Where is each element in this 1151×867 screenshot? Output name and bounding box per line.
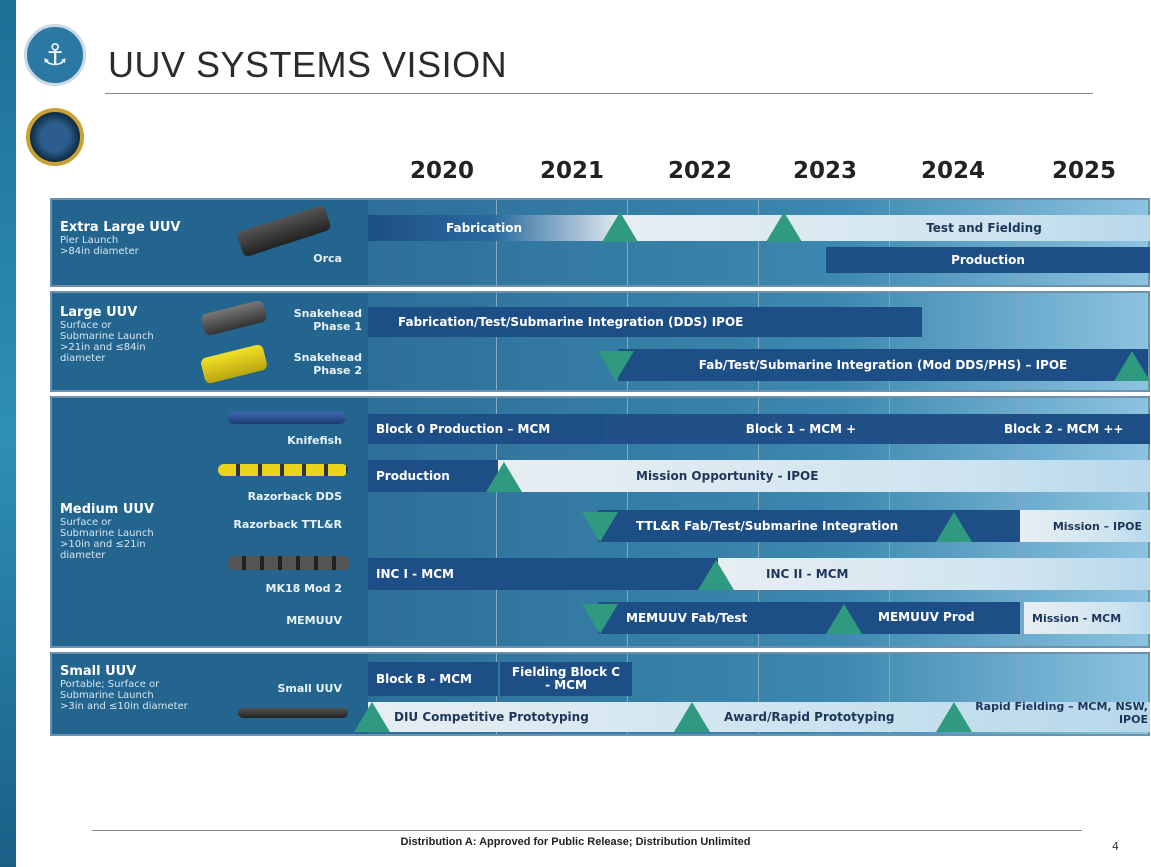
milestone-triangle-up bbox=[486, 462, 522, 492]
bar-memuuv-fab-test: MEMUUV Fab/Test bbox=[598, 602, 1020, 634]
milestone-triangle-up bbox=[674, 702, 710, 732]
bar-inc1: INC I - MCM bbox=[368, 558, 718, 590]
section-heading: Medium UUV bbox=[60, 502, 155, 517]
page-title: UUV SYSTEMS VISION bbox=[108, 44, 508, 85]
vehicle-label-snakehead-2: Snakehead Phase 2 bbox=[293, 351, 362, 377]
year-2022: 2022 bbox=[668, 158, 733, 184]
section-desc-line: >3in and ≤10in diameter bbox=[60, 701, 188, 712]
bar-prototyping-track bbox=[368, 702, 1150, 732]
bar-fielding-block-c: Fielding Block C - MCM bbox=[500, 662, 632, 696]
bar-mission-opportunity: Mission Opportunity - IPOE bbox=[498, 460, 1150, 492]
section-desc-line: >10in and ≤21in bbox=[60, 539, 146, 550]
vehicle-label-razorback-ttlr: Razorback TTL&R bbox=[233, 518, 342, 531]
section-desc-line: Submarine Launch bbox=[60, 331, 154, 342]
footer-divider bbox=[92, 830, 1082, 831]
vehicle-label-memuuv: MEMUUV bbox=[286, 614, 342, 627]
page-number: 4 bbox=[1112, 840, 1119, 853]
mk18-image bbox=[228, 556, 350, 570]
razorback-image bbox=[218, 464, 348, 476]
bar-mission-mcm: Mission - MCM bbox=[1024, 602, 1150, 634]
timeline-area: Fabrication Test and Fielding Production bbox=[368, 200, 1150, 285]
vehicle-label-orca: Orca bbox=[313, 252, 342, 265]
footer-distribution: Distribution A: Approved for Public Rele… bbox=[400, 836, 751, 848]
bar-fabrication: Fabrication bbox=[368, 215, 618, 241]
milestone-triangle-up bbox=[698, 560, 734, 590]
pmsub-logo: ⚓ bbox=[24, 24, 86, 86]
bar-block1: Block 1 – MCM + bbox=[604, 414, 998, 444]
vehicle-label-knifefish: Knifefish bbox=[287, 434, 342, 447]
label-rapid-fielding: Rapid Fielding – MCM, NSW, IPOE bbox=[975, 700, 1148, 726]
milestone-triangle-up bbox=[766, 212, 802, 242]
vehicle-label-snakehead-1: Snakehead Phase 1 bbox=[293, 307, 362, 333]
milestone-triangle-up bbox=[826, 604, 862, 634]
bar-fabrication-test-integration: Fabrication/Test/Submarine Integration (… bbox=[368, 307, 922, 337]
year-2024: 2024 bbox=[921, 158, 986, 184]
section-extra-large-uuv: Extra Large UUV Pier Launch >84in diamet… bbox=[50, 198, 1150, 287]
snakehead-phase1-image bbox=[200, 299, 268, 337]
label-award-prototyping: Award/Rapid Prototyping bbox=[724, 710, 895, 724]
small-uuv-image bbox=[238, 708, 348, 718]
milestone-triangle-up bbox=[936, 702, 972, 732]
section-desc-line: diameter bbox=[60, 353, 106, 364]
bar-block2: Block 2 - MCM ++ bbox=[998, 414, 1150, 444]
vehicle-label-small-uuv: Small UUV bbox=[277, 682, 342, 695]
section-desc-line: Surface or bbox=[60, 320, 112, 331]
section-desc-line: Portable; Surface or bbox=[60, 679, 160, 690]
section-desc-line: Submarine Launch bbox=[60, 690, 154, 701]
bar-test-and-fielding: Test and Fielding bbox=[618, 215, 1150, 241]
year-2023: 2023 bbox=[793, 158, 858, 184]
bar-block-b: Block B - MCM bbox=[368, 662, 498, 696]
year-2025: 2025 bbox=[1052, 158, 1117, 184]
milestone-triangle-up bbox=[1114, 351, 1150, 381]
knifefish-image bbox=[228, 412, 346, 424]
section-heading: Small UUV bbox=[60, 664, 137, 679]
section-heading: Large UUV bbox=[60, 305, 138, 320]
label-memuuv-prod: MEMUUV Prod bbox=[878, 610, 975, 624]
bar-block0: Block 0 Production – MCM bbox=[368, 414, 604, 444]
label-diu-prototyping: DIU Competitive Prototyping bbox=[394, 710, 589, 724]
program-seal-logo bbox=[26, 108, 84, 166]
milestone-triangle-down bbox=[598, 351, 634, 381]
bar-production: Production bbox=[368, 460, 498, 492]
bar-inc2: INC II - MCM bbox=[718, 558, 1150, 590]
section-large-uuv: Large UUV Surface or Submarine Launch >2… bbox=[50, 291, 1150, 392]
section-desc-line: >84in diameter bbox=[60, 246, 139, 257]
section-desc-line: Submarine Launch bbox=[60, 528, 154, 539]
section-medium-uuv: Medium UUV Surface or Submarine Launch >… bbox=[50, 396, 1150, 648]
timeline-area: Block B - MCM Fielding Block C - MCM DIU… bbox=[354, 654, 1150, 734]
bar-mission-ipoe: Mission – IPOE bbox=[1020, 510, 1150, 542]
timeline-area: Fabrication/Test/Submarine Integration (… bbox=[368, 293, 1150, 390]
timeline-area: Block 0 Production – MCM Block 1 – MCM +… bbox=[368, 398, 1150, 646]
milestone-triangle-up bbox=[354, 702, 390, 732]
section-desc-line: Pier Launch bbox=[60, 235, 119, 246]
section-small-uuv: Small UUV Portable; Surface or Submarine… bbox=[50, 652, 1150, 736]
orca-vehicle-image bbox=[236, 204, 332, 258]
bar-production: Production bbox=[826, 247, 1150, 273]
milestone-triangle-down bbox=[582, 512, 618, 542]
section-desc-line: >21in and ≤84in bbox=[60, 342, 146, 353]
section-desc-line: diameter bbox=[60, 550, 106, 561]
left-decorative-strip bbox=[0, 0, 16, 867]
section-desc-line: Surface or bbox=[60, 517, 112, 528]
snakehead-phase2-image bbox=[199, 343, 269, 385]
section-heading: Extra Large UUV bbox=[60, 220, 181, 235]
year-2021: 2021 bbox=[540, 158, 605, 184]
milestone-triangle-down bbox=[582, 604, 618, 634]
bar-fab-test-integration-mod: Fab/Test/Submarine Integration (Mod DDS/… bbox=[618, 349, 1148, 381]
milestone-triangle-up bbox=[602, 212, 638, 242]
vehicle-label-mk18: MK18 Mod 2 bbox=[265, 582, 342, 595]
title-divider bbox=[105, 93, 1093, 94]
milestone-triangle-up bbox=[936, 512, 972, 542]
year-2020: 2020 bbox=[410, 158, 475, 184]
vehicle-label-razorback-dds: Razorback DDS bbox=[247, 490, 342, 503]
